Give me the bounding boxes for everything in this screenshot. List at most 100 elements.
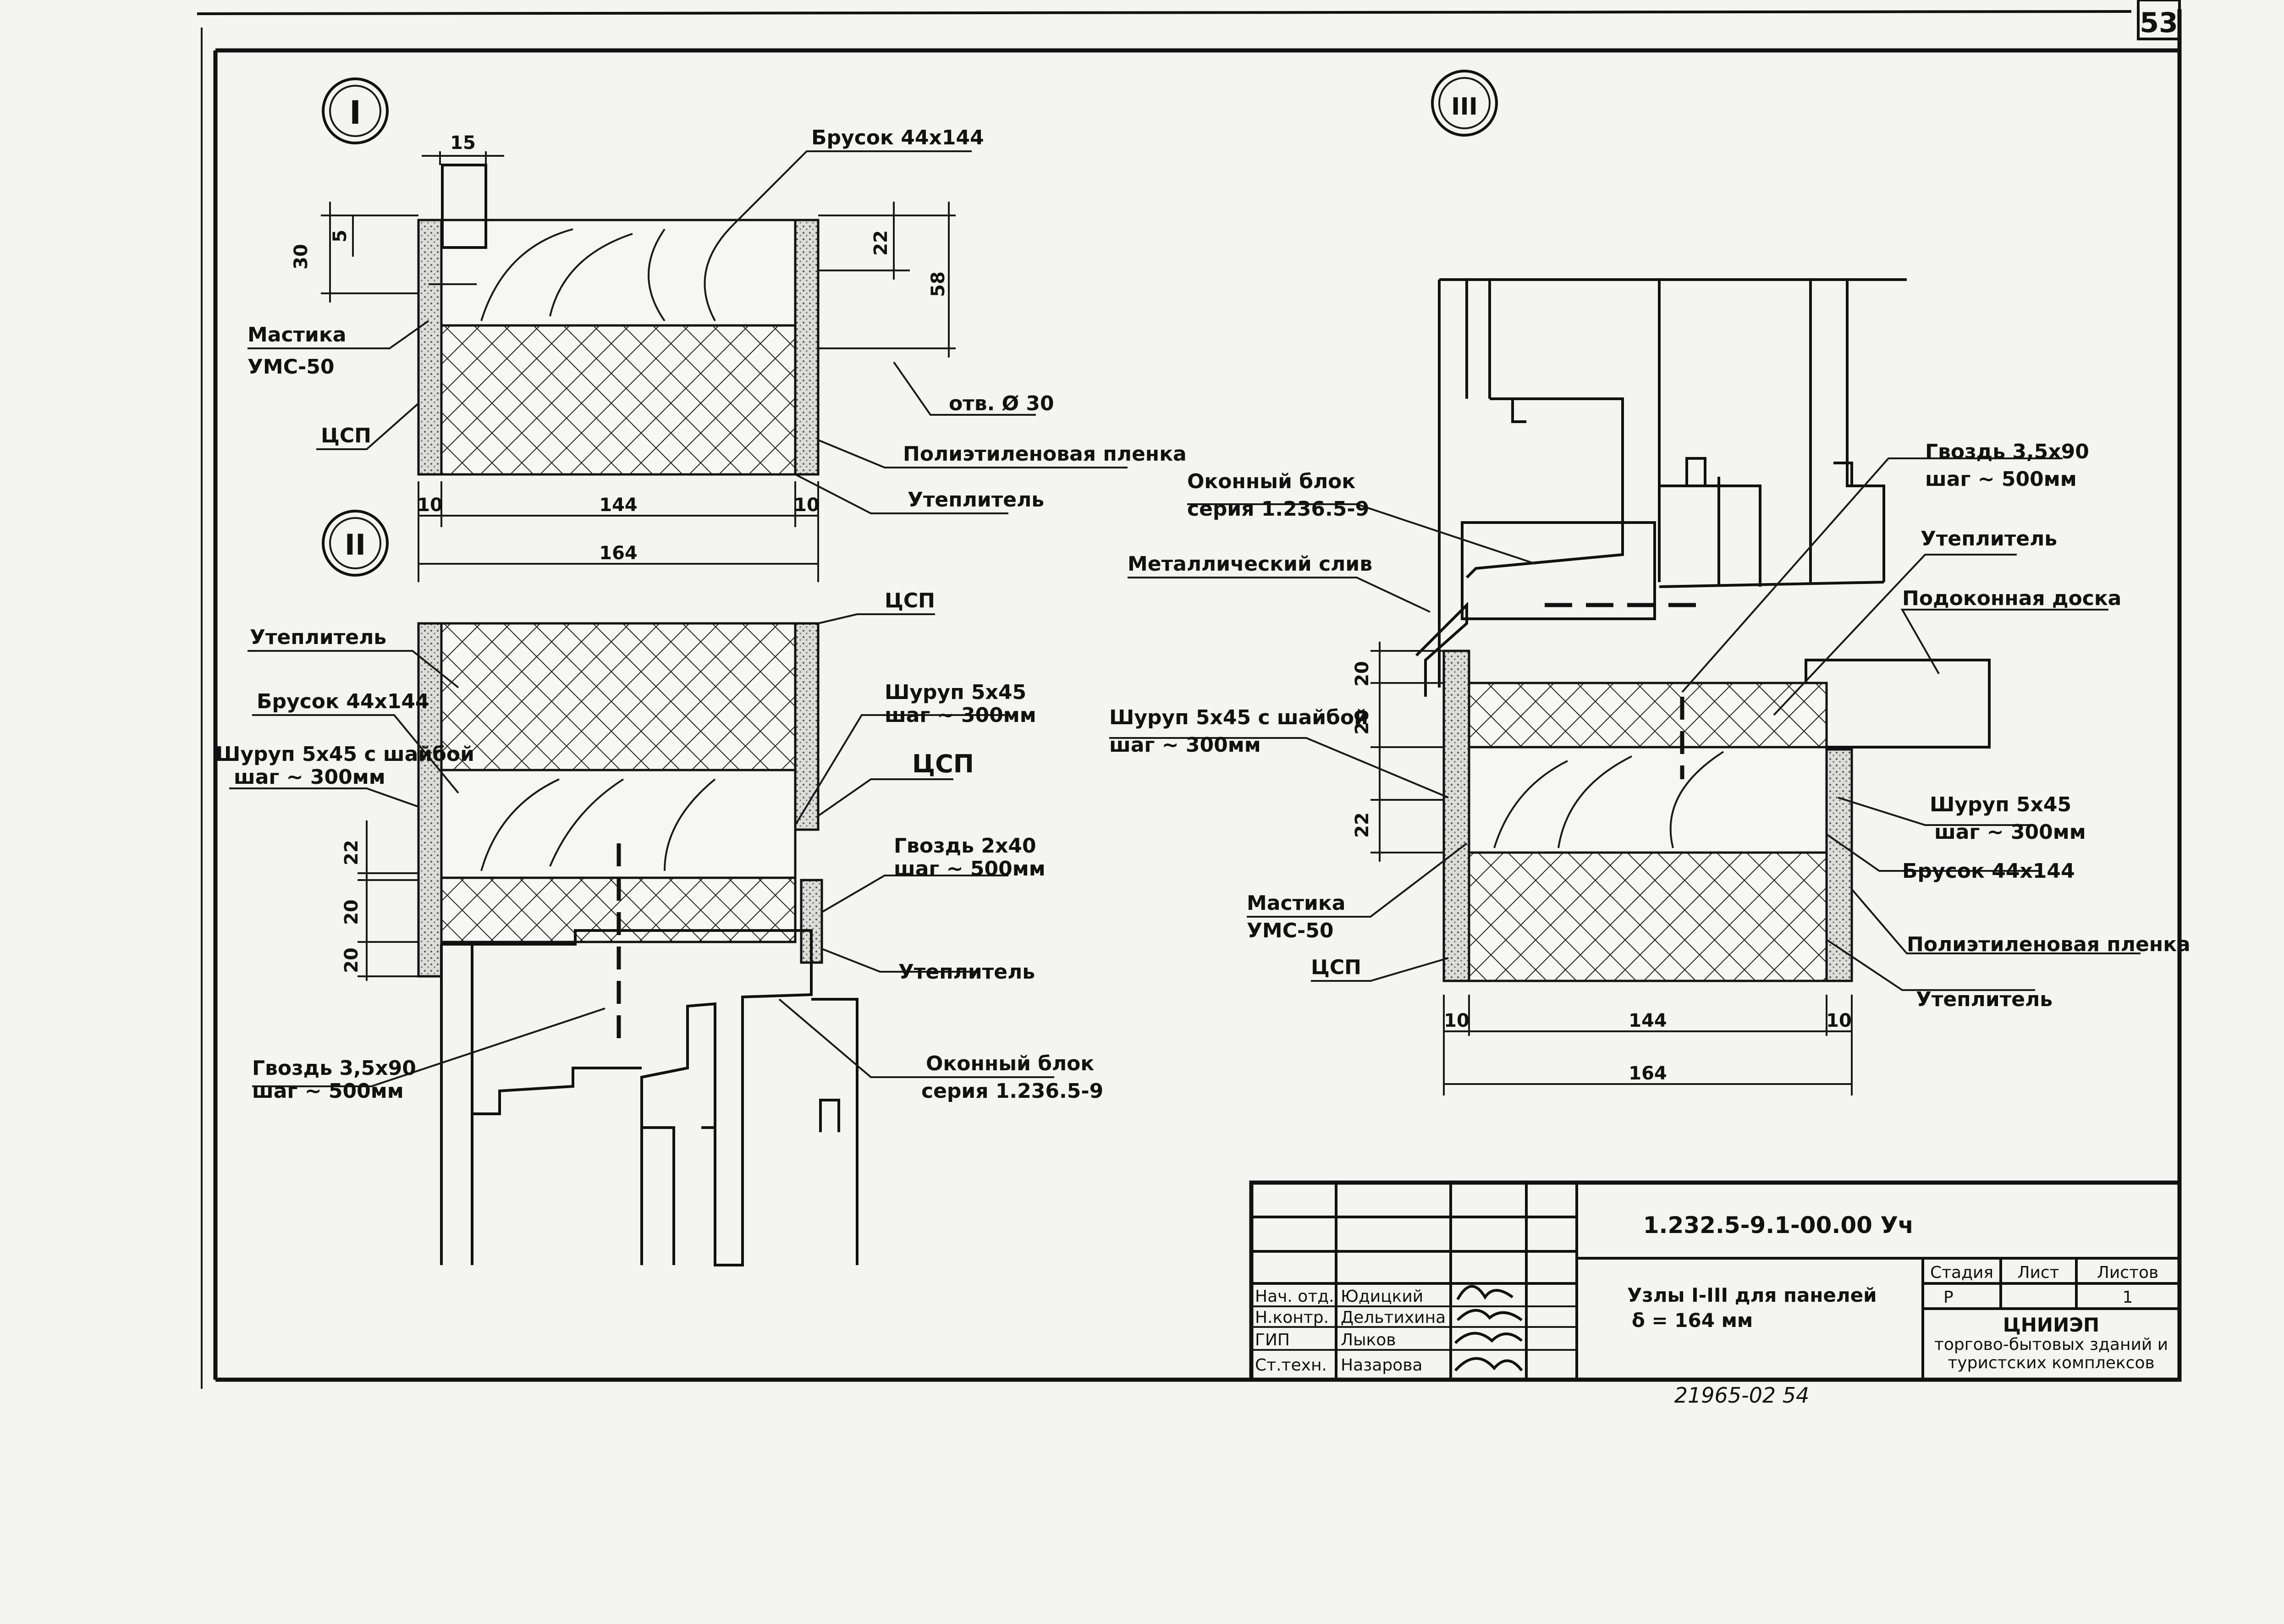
callout-nail-step: шаг ~ 500мм <box>894 857 1046 881</box>
callout-screw-step: шаг ~ 300мм <box>1934 820 2086 844</box>
callout-film: Полиэтиленовая пленка <box>1907 933 2190 956</box>
insulation-block <box>1468 851 1828 982</box>
insulation-block <box>440 622 797 771</box>
view-3-marker: III <box>1431 70 1498 137</box>
svg-text:20: 20 <box>341 899 362 925</box>
view-3-leaders <box>1109 457 2141 991</box>
name-2: Дельтихина <box>1341 1308 1446 1327</box>
csp-panel-left <box>417 622 443 978</box>
callout-csp-mid: ЦСП <box>912 749 974 778</box>
callout-window: Оконный блок <box>1187 470 1355 493</box>
svg-text:22: 22 <box>870 230 892 256</box>
svg-text:58: 58 <box>928 271 949 297</box>
header-stage: Стадия <box>1930 1263 1993 1282</box>
callout-screw-washer-step: шаг ~ 300мм <box>234 765 385 789</box>
sheet-frame <box>197 0 2182 1389</box>
role-3: ГИП <box>1255 1331 1290 1349</box>
svg-text:164: 164 <box>1629 1063 1667 1084</box>
org-line-3: туристских комплексов <box>1948 1354 2154 1372</box>
callout-window-series: серия 1.236.5-9 <box>1187 497 1369 521</box>
callout-screw-washer: Шуруп 5х45 с шайбой <box>1109 706 1368 729</box>
callout-brusok: Брусок 44х144 <box>257 690 429 713</box>
callout-mastika: Мастика <box>248 323 346 347</box>
svg-text:III: III <box>1451 93 1478 121</box>
header-sheets: Листов <box>2097 1263 2158 1282</box>
view-1-leaders <box>248 150 1128 514</box>
insulation-block <box>440 324 797 476</box>
view-2-leaders <box>229 613 1054 1087</box>
svg-text:164: 164 <box>599 543 638 564</box>
sheet-number: 53 <box>2140 7 2178 39</box>
view-1-dimensions <box>321 151 956 582</box>
callout-mastika-grade: УМС-50 <box>1247 919 1334 942</box>
svg-text:10: 10 <box>1826 1010 1852 1031</box>
svg-text:10: 10 <box>1444 1010 1469 1031</box>
role-1: Нач. отд. <box>1255 1287 1334 1306</box>
view-3-dimensions <box>1370 642 1853 1096</box>
callout-screw-washer-step: шаг ~ 300мм <box>1109 733 1261 757</box>
value-sheets: 1 <box>2123 1288 2133 1307</box>
callout-screw-step: шаг ~ 300мм <box>885 704 1036 727</box>
window-frame-profile <box>441 929 813 1266</box>
callout-insulation: Утеплитель <box>908 488 1044 512</box>
callout-screw-washer: Шуруп 5х45 с шайбой <box>215 743 474 766</box>
callout-nail: Гвоздь 3,5х90 <box>1925 440 2089 463</box>
csp-panel-right <box>794 219 820 476</box>
role-4: Ст.техн. <box>1255 1356 1327 1375</box>
drawing-code: 1.232.5-9.1-00.00 Уч <box>1643 1212 1914 1239</box>
view-2: II 22 20 20 <box>215 510 1103 1266</box>
org-name: ЦНИИЭП <box>2003 1314 2099 1336</box>
signature-rows: Нач. отд. Юдицкий Н.контр. Дельтихина ГИ… <box>1255 1287 1446 1375</box>
callout-insulation-bottom: Утеплитель <box>1916 988 2053 1011</box>
timber-block <box>440 219 797 327</box>
callout-csp-top: ЦСП <box>885 589 935 612</box>
callout-film: Полиэтиленовая пленка <box>903 442 1187 466</box>
callout-nail2: Гвоздь 3,5х90 <box>252 1057 416 1080</box>
insulation-strip <box>1468 682 1828 749</box>
svg-text:22: 22 <box>1352 812 1373 838</box>
drawing-title: Узлы I-III для панелей <box>1627 1284 1877 1306</box>
svg-text:5: 5 <box>330 230 351 242</box>
timber-block <box>1468 746 1828 854</box>
handwritten-signatures <box>1454 1285 1523 1372</box>
svg-text:I: I <box>349 94 361 132</box>
view-1-marker: I <box>322 77 389 144</box>
svg-text:20: 20 <box>1352 661 1373 687</box>
callout-window: Оконный блок <box>926 1052 1094 1075</box>
view-2-dimensions <box>358 820 418 981</box>
csp-panel-right <box>1825 748 1853 982</box>
callout-brusok: Брусок 44х144 <box>811 126 984 149</box>
callout-metal-drip: Металлический слив <box>1128 552 1372 576</box>
org-line-2: торгово-бытовых зданий и <box>1934 1335 2168 1354</box>
callout-csp: ЦСП <box>321 424 371 447</box>
callout-screw: Шуруп 5х45 <box>1930 793 2071 816</box>
csp-panel-left <box>1442 650 1470 982</box>
svg-text:30: 30 <box>291 244 312 270</box>
view-2-marker: II <box>322 510 389 577</box>
callout-window-series: серия 1.236.5-9 <box>921 1079 1103 1103</box>
svg-text:144: 144 <box>1629 1010 1667 1031</box>
title-block <box>1249 1180 2182 1382</box>
csp-panel-right <box>794 622 820 831</box>
view-1: I <box>248 77 1187 582</box>
callout-hole: отв. Ø 30 <box>949 392 1054 415</box>
svg-text:144: 144 <box>599 495 638 516</box>
callout-insulation-top: Утеплитель <box>1921 527 2057 551</box>
name-4: Назарова <box>1341 1356 1423 1375</box>
name-1: Юдицкий <box>1341 1287 1423 1306</box>
metal-drip <box>1415 601 1468 697</box>
sill-board <box>1805 659 1991 749</box>
svg-text:II: II <box>345 528 366 562</box>
footer-stamp: 21965-02 54 <box>1674 1383 1810 1408</box>
callout-brusok: Брусок 44х144 <box>1902 859 2075 883</box>
callout-csp: ЦСП <box>1311 956 1361 979</box>
svg-text:20: 20 <box>1352 709 1373 735</box>
header-sheet: Лист <box>2017 1263 2059 1282</box>
callout-mastika: Мастика <box>1247 892 1345 915</box>
csp-panel-left <box>417 219 443 476</box>
svg-text:15: 15 <box>450 132 476 154</box>
name-3: Лыков <box>1341 1331 1396 1349</box>
value-stage: Р <box>1943 1288 1954 1307</box>
